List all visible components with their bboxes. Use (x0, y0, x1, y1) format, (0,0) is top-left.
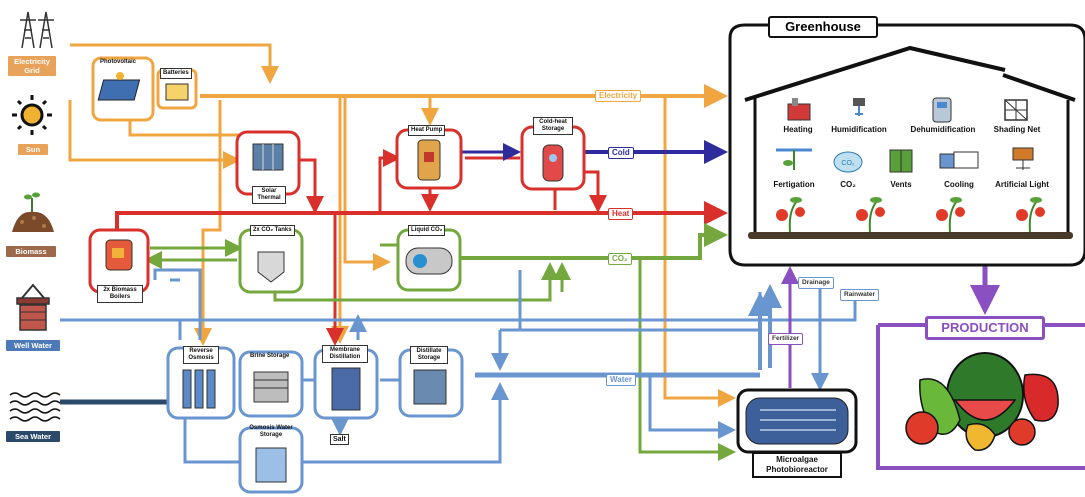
electricity-grid-icon (20, 11, 54, 49)
heating-label: Heating (783, 125, 813, 134)
shading-net-label: Shading Net (993, 125, 1041, 134)
microalgae-label: Microalgae Photobioreactor (752, 452, 842, 478)
heat-flow-label: Heat (608, 208, 634, 220)
photovoltaic-label: Photovoltaic (100, 59, 137, 65)
cold-flow-label: Cold (608, 147, 634, 159)
liquid-co2-box (396, 228, 462, 292)
reverse-osmosis-label: Reverse Osmosis (183, 346, 219, 364)
co2-icon: CO₂ (833, 151, 863, 173)
distillate-storage-label: Distillate Storage (410, 346, 448, 364)
vents-icon (889, 149, 913, 173)
artificial-light-icon (1012, 147, 1034, 170)
cold-heat-storage-box (520, 125, 586, 191)
vents-label: Vents (890, 180, 912, 189)
heat-pump-label: Heat Pump (408, 125, 446, 136)
cold-heat-storage-label: Cold-heat Storage (533, 117, 573, 135)
tomato-plant (776, 197, 805, 233)
production-box (876, 323, 1085, 470)
biomass-icon (12, 192, 54, 232)
co2-item-label: CO₂ (840, 180, 856, 189)
solar-thermal-box (235, 130, 301, 196)
osmosis-water-storage-label: Osmosis Water Storage (249, 425, 293, 438)
dehumidification-icon (932, 97, 952, 123)
microalgae-photobioreactor-box (736, 388, 858, 454)
well-icon (16, 283, 50, 331)
tomato-plant (936, 197, 965, 233)
shading-net-icon (1004, 99, 1028, 121)
fertigation-label: Fertigation (773, 180, 815, 189)
svg-text:CO₂: CO₂ (841, 160, 855, 167)
co2-flow-label: CO₂ (608, 253, 632, 265)
solar-thermal-label: Solar Thermal (252, 186, 286, 204)
dehumidification-label: Dehumidification (910, 125, 976, 134)
greenhouse-title: Greenhouse (768, 16, 878, 38)
heat-pump-box (395, 128, 463, 190)
co2-tanks-label: 2x CO₂ Tanks (250, 225, 295, 236)
production-title: PRODUCTION (925, 316, 1045, 340)
drainage-flow-label: Drainage (798, 277, 834, 289)
brine-storage-box (238, 350, 304, 418)
biomass-label: Biomass (6, 246, 56, 257)
biomass-boilers-box (88, 228, 150, 294)
tomato-plant (856, 197, 885, 233)
membrane-distillation-box (313, 348, 379, 420)
greenhouse-outline (728, 23, 1085, 267)
photovoltaic-box (91, 56, 155, 122)
rainwater-flow-label: Rainwater (840, 289, 880, 301)
osmosis-water-storage-box (238, 426, 304, 494)
batteries-label: Batteries (160, 68, 192, 79)
humidification-label: Humidification (831, 125, 887, 134)
cooling-label: Cooling (944, 180, 974, 189)
biomass-boilers-label: 2x Biomass Boilers (97, 285, 143, 303)
membrane-distillation-label: Membrane Distillation (322, 345, 368, 363)
reverse-osmosis-box (166, 346, 236, 420)
water-flow-label: Water (606, 374, 636, 386)
salt-label: Salt (330, 434, 349, 445)
sea-water-label: Sea Water (6, 431, 60, 442)
heat-lines (115, 149, 728, 346)
sun-label: Sun (18, 144, 48, 155)
electricity-flow-label: Electricity (595, 90, 642, 102)
liquid-co2-label: Liquid CO₂ (408, 225, 446, 236)
artificial-light-label: Artificial Light (995, 180, 1049, 189)
cooling-icon (939, 151, 979, 169)
well-water-label: Well Water (6, 340, 60, 351)
tomato-plant (1016, 197, 1045, 233)
co2-tanks-box (238, 228, 304, 294)
sun-icon (12, 95, 52, 135)
heating-icon (787, 98, 811, 121)
fertilizer-flow-label: Fertilizer (768, 333, 804, 345)
brine-storage-label: Brine Storage (250, 353, 290, 359)
fertigation-icon (776, 148, 812, 170)
sea-waves-icon (9, 392, 61, 422)
humidification-icon (853, 98, 865, 116)
vegetables-illustration (905, 352, 1059, 451)
distillate-storage-box (398, 348, 464, 418)
electricity-grid-label: Electricity Grid (8, 56, 56, 76)
batteries-box (156, 68, 198, 110)
